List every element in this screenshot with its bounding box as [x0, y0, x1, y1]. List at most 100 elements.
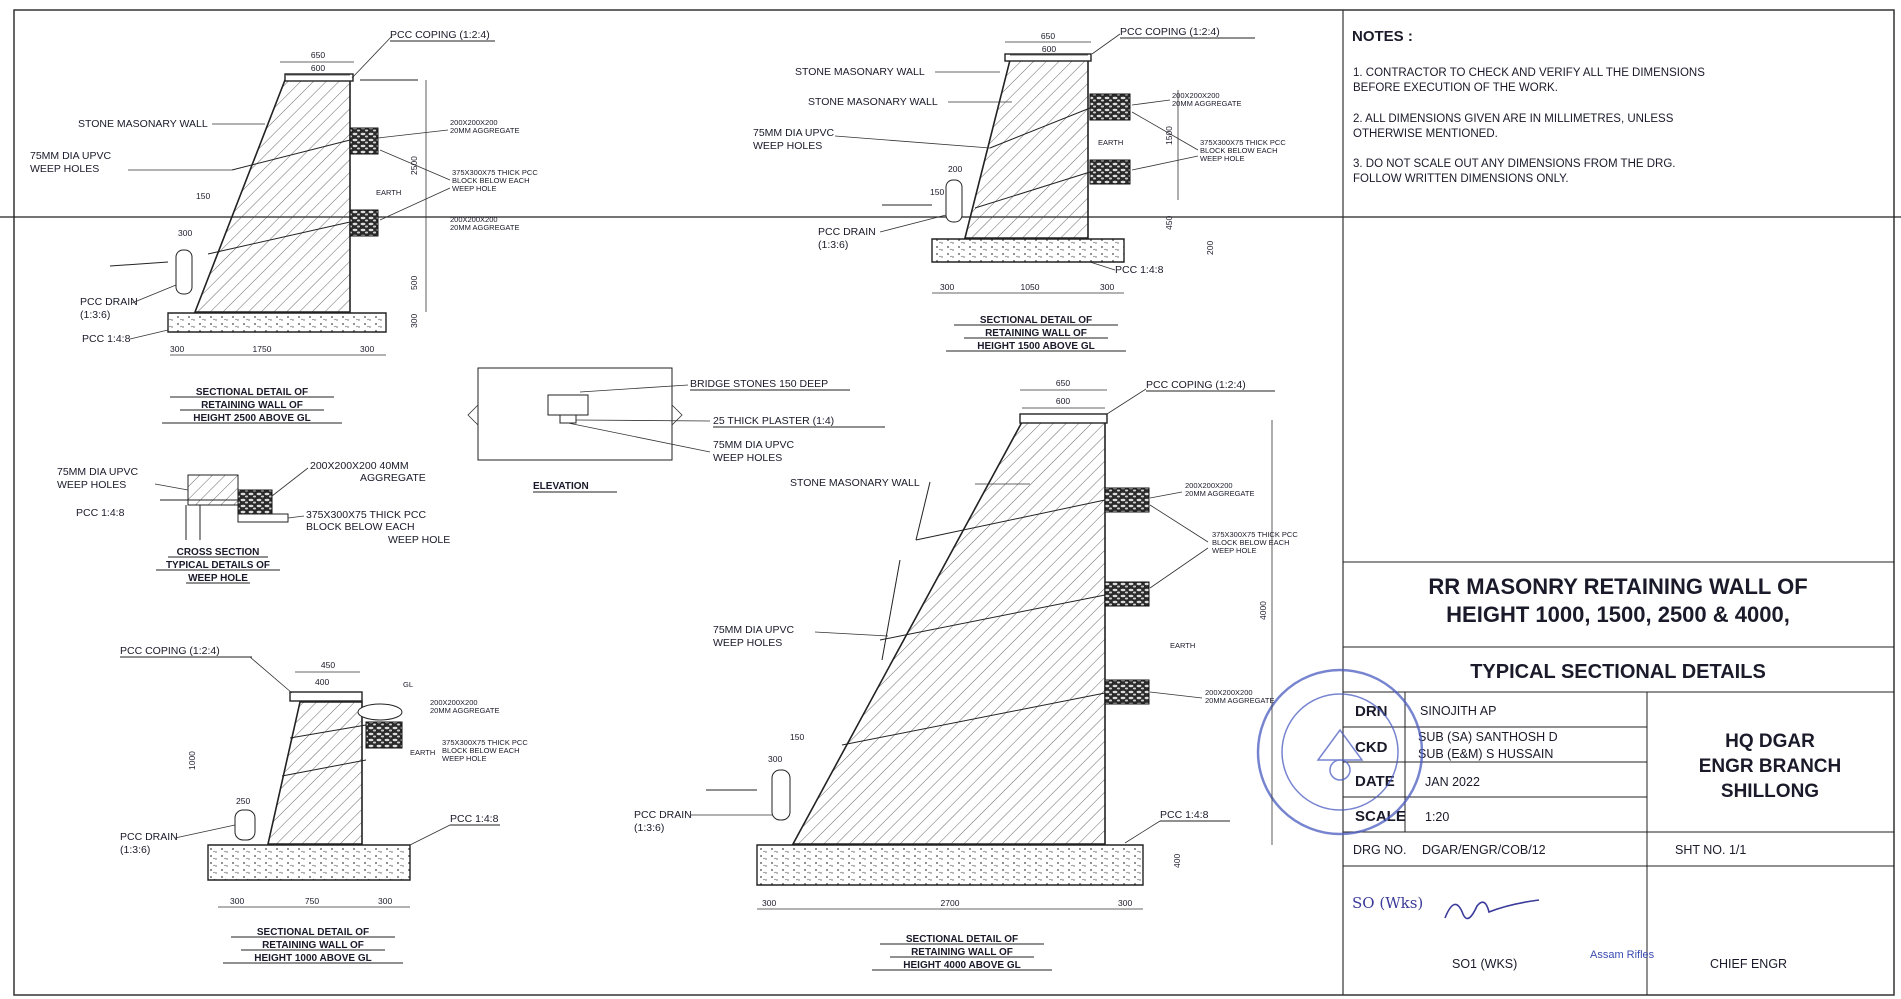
label-pcc148-2: PCC 1:4:8	[1115, 264, 1164, 276]
dim-450-3: 450	[321, 660, 335, 670]
title-1000-1: SECTIONAL DETAIL OF	[257, 927, 369, 938]
label-weep-4b: WEEP HOLES	[713, 637, 782, 649]
label-pcc148-4: PCC 1:4:8	[1160, 809, 1209, 821]
agg-note-4a: 200X200X200	[1185, 481, 1233, 490]
block-cs-c: WEEP HOLE	[388, 534, 450, 546]
dim-300-4b: 300	[1118, 898, 1132, 908]
label-weep-cs-b: WEEP HOLES	[57, 479, 126, 491]
label-stone-wall-2a: STONE MASONARY WALL	[795, 66, 925, 78]
signatory-left: SO1 (WKS)	[1452, 957, 1517, 971]
block-note-4a: 375X300X75 THICK PCC	[1212, 530, 1298, 539]
block-note-1c: WEEP HOLE	[452, 184, 496, 193]
title-cross-1: CROSS SECTION	[177, 547, 260, 558]
label-pcc-coping-3: PCC COPING (1:2:4)	[120, 645, 220, 657]
org-line-3: SHILLONG	[1721, 781, 1819, 802]
cross-section-weep: 75MM DIA UPVC WEEP HOLES PCC 1:4:8 200X2…	[57, 460, 450, 584]
dim-600-2: 600	[1042, 44, 1056, 54]
notes-panel: NOTES : 1. CONTRACTOR TO CHECK AND VERIF…	[1352, 28, 1705, 185]
note-1-line-1: 1. CONTRACTOR TO CHECK AND VERIFY ALL TH…	[1353, 67, 1705, 79]
title-2500-1: SECTIONAL DETAIL OF	[196, 387, 308, 398]
label-plaster: 25 THICK PLASTER (1:4)	[713, 415, 834, 427]
sheet-number: SHT NO. 1/1	[1675, 843, 1746, 857]
label-weep-2a: 75MM DIA UPVC	[753, 127, 835, 139]
note-2-line-1: 2. ALL DIMENSIONS GIVEN ARE IN MILLIMETR…	[1353, 113, 1674, 125]
dim-400-4: 400	[1172, 854, 1182, 868]
agg-note-4b: 20MM AGGREGATE	[1185, 489, 1254, 498]
section-1000: PCC COPING (1:2:4) PCC DRAIN (1:3:6) PCC…	[120, 645, 528, 964]
title-1500-1: SECTIONAL DETAIL OF	[980, 315, 1092, 326]
drg-value: DGAR/ENGR/COB/12	[1422, 843, 1546, 857]
signature	[1444, 899, 1540, 920]
drn-value: SINOJITH AP	[1420, 704, 1496, 718]
label-elevation: ELEVATION	[533, 481, 589, 492]
title-block: RR MASONRY RETAINING WALL OF HEIGHT 1000…	[1343, 561, 1894, 995]
dim-1000-3: 1000	[187, 751, 197, 770]
title-1500-2: RETAINING WALL OF	[985, 328, 1087, 339]
label-stone-wall-4: STONE MASONARY WALL	[790, 477, 920, 489]
dim-300-3a: 300	[230, 896, 244, 906]
block-cs-b: BLOCK BELOW EACH	[306, 521, 415, 533]
block-note-1a: 375X300X75 THICK PCC	[452, 168, 538, 177]
dim-650-4: 650	[1056, 378, 1070, 388]
block-note-2c: WEEP HOLE	[1200, 154, 1244, 163]
dim-2700-4: 2700	[941, 898, 960, 908]
label-drain-2b: (1:3:6)	[818, 239, 848, 251]
label-stone-wall-1: STONE MASONARY WALL	[78, 118, 208, 130]
notes-heading: NOTES :	[1352, 28, 1413, 45]
note-3-line-2: FOLLOW WRITTEN DIMENSIONS ONLY.	[1353, 173, 1569, 185]
dim-300-2b: 300	[1100, 282, 1114, 292]
note-1-line-2: BEFORE EXECUTION OF THE WORK.	[1353, 82, 1558, 94]
dim-1500-2: 1500	[1164, 126, 1174, 145]
agg-note-1d: 20MM AGGREGATE	[450, 223, 519, 232]
label-earth-2: EARTH	[1098, 138, 1123, 147]
block-cs-a: 375X300X75 THICK PCC	[306, 509, 426, 521]
label-pcc-coping-2: PCC COPING (1:2:4)	[1120, 26, 1220, 38]
dim-300-4c: 300	[768, 754, 782, 764]
ckd-value-1: SUB (SA) SANTHOSH D	[1418, 730, 1558, 744]
sheet-border	[13, 9, 1895, 996]
label-drain-4b: (1:3:6)	[634, 822, 664, 834]
agg-note-4d: 20MM AGGREGATE	[1205, 696, 1274, 705]
title-2500-2: RETAINING WALL OF	[201, 400, 303, 411]
dim-300-1c: 300	[360, 344, 374, 354]
dim-1050-2: 1050	[1021, 282, 1040, 292]
ckd-label: CKD	[1355, 739, 1388, 756]
dim-4000-4: 4000	[1258, 601, 1268, 620]
agg-note-2b: 20MM AGGREGATE	[1172, 99, 1241, 108]
dim-250-3: 250	[236, 796, 250, 806]
agg-note-1c: 200X200X200	[450, 215, 498, 224]
dim-150-4: 150	[790, 732, 804, 742]
title-cross-2: TYPICAL DETAILS OF	[166, 560, 270, 571]
label-drain-3a: PCC DRAIN	[120, 831, 178, 843]
dim-600-4: 600	[1056, 396, 1070, 406]
org-line-1: HQ DGAR	[1725, 731, 1815, 752]
dim-300-1a: 300	[178, 228, 192, 238]
drg-label: DRG NO.	[1353, 843, 1406, 857]
office-seal	[1256, 668, 1424, 836]
title-line-2: HEIGHT 1000, 1500, 2500 & 4000,	[1446, 602, 1790, 627]
dim-200-2b: 200	[948, 164, 962, 174]
dim-1750-1: 1750	[253, 344, 272, 354]
date-label: DATE	[1355, 773, 1395, 790]
block-note-3a: 375X300X75 THICK PCC	[442, 738, 528, 747]
dim-150-1: 150	[196, 191, 210, 201]
agg-note-2a: 200X200X200	[1172, 91, 1220, 100]
label-stone-wall-2b: STONE MASONARY WALL	[808, 96, 938, 108]
agg-note-3b: 20MM AGGREGATE	[430, 706, 499, 715]
dim-450-2: 450	[1164, 216, 1174, 230]
label-pcc-coping-1: PCC COPING (1:2:4)	[390, 29, 490, 41]
dim-300-3b: 300	[378, 896, 392, 906]
label-weep-1b: WEEP HOLES	[30, 163, 99, 175]
label-pcc148-1: PCC 1:4:8	[82, 333, 131, 345]
block-note-2b: BLOCK BELOW EACH	[1200, 146, 1278, 155]
dim-2500-1: 2500	[409, 156, 419, 175]
agg-note-4c: 200X200X200	[1205, 688, 1253, 697]
scale-value: 1:20	[1425, 810, 1449, 824]
dim-200-2: 200	[1205, 241, 1215, 255]
title-4000-1: SECTIONAL DETAIL OF	[906, 934, 1018, 945]
label-earth-4: EARTH	[1170, 641, 1195, 650]
label-weep-4a: 75MM DIA UPVC	[713, 624, 795, 636]
signatory-right: CHIEF ENGR	[1710, 957, 1787, 971]
stamp-rank-text: Assam Rifles	[1590, 949, 1655, 961]
